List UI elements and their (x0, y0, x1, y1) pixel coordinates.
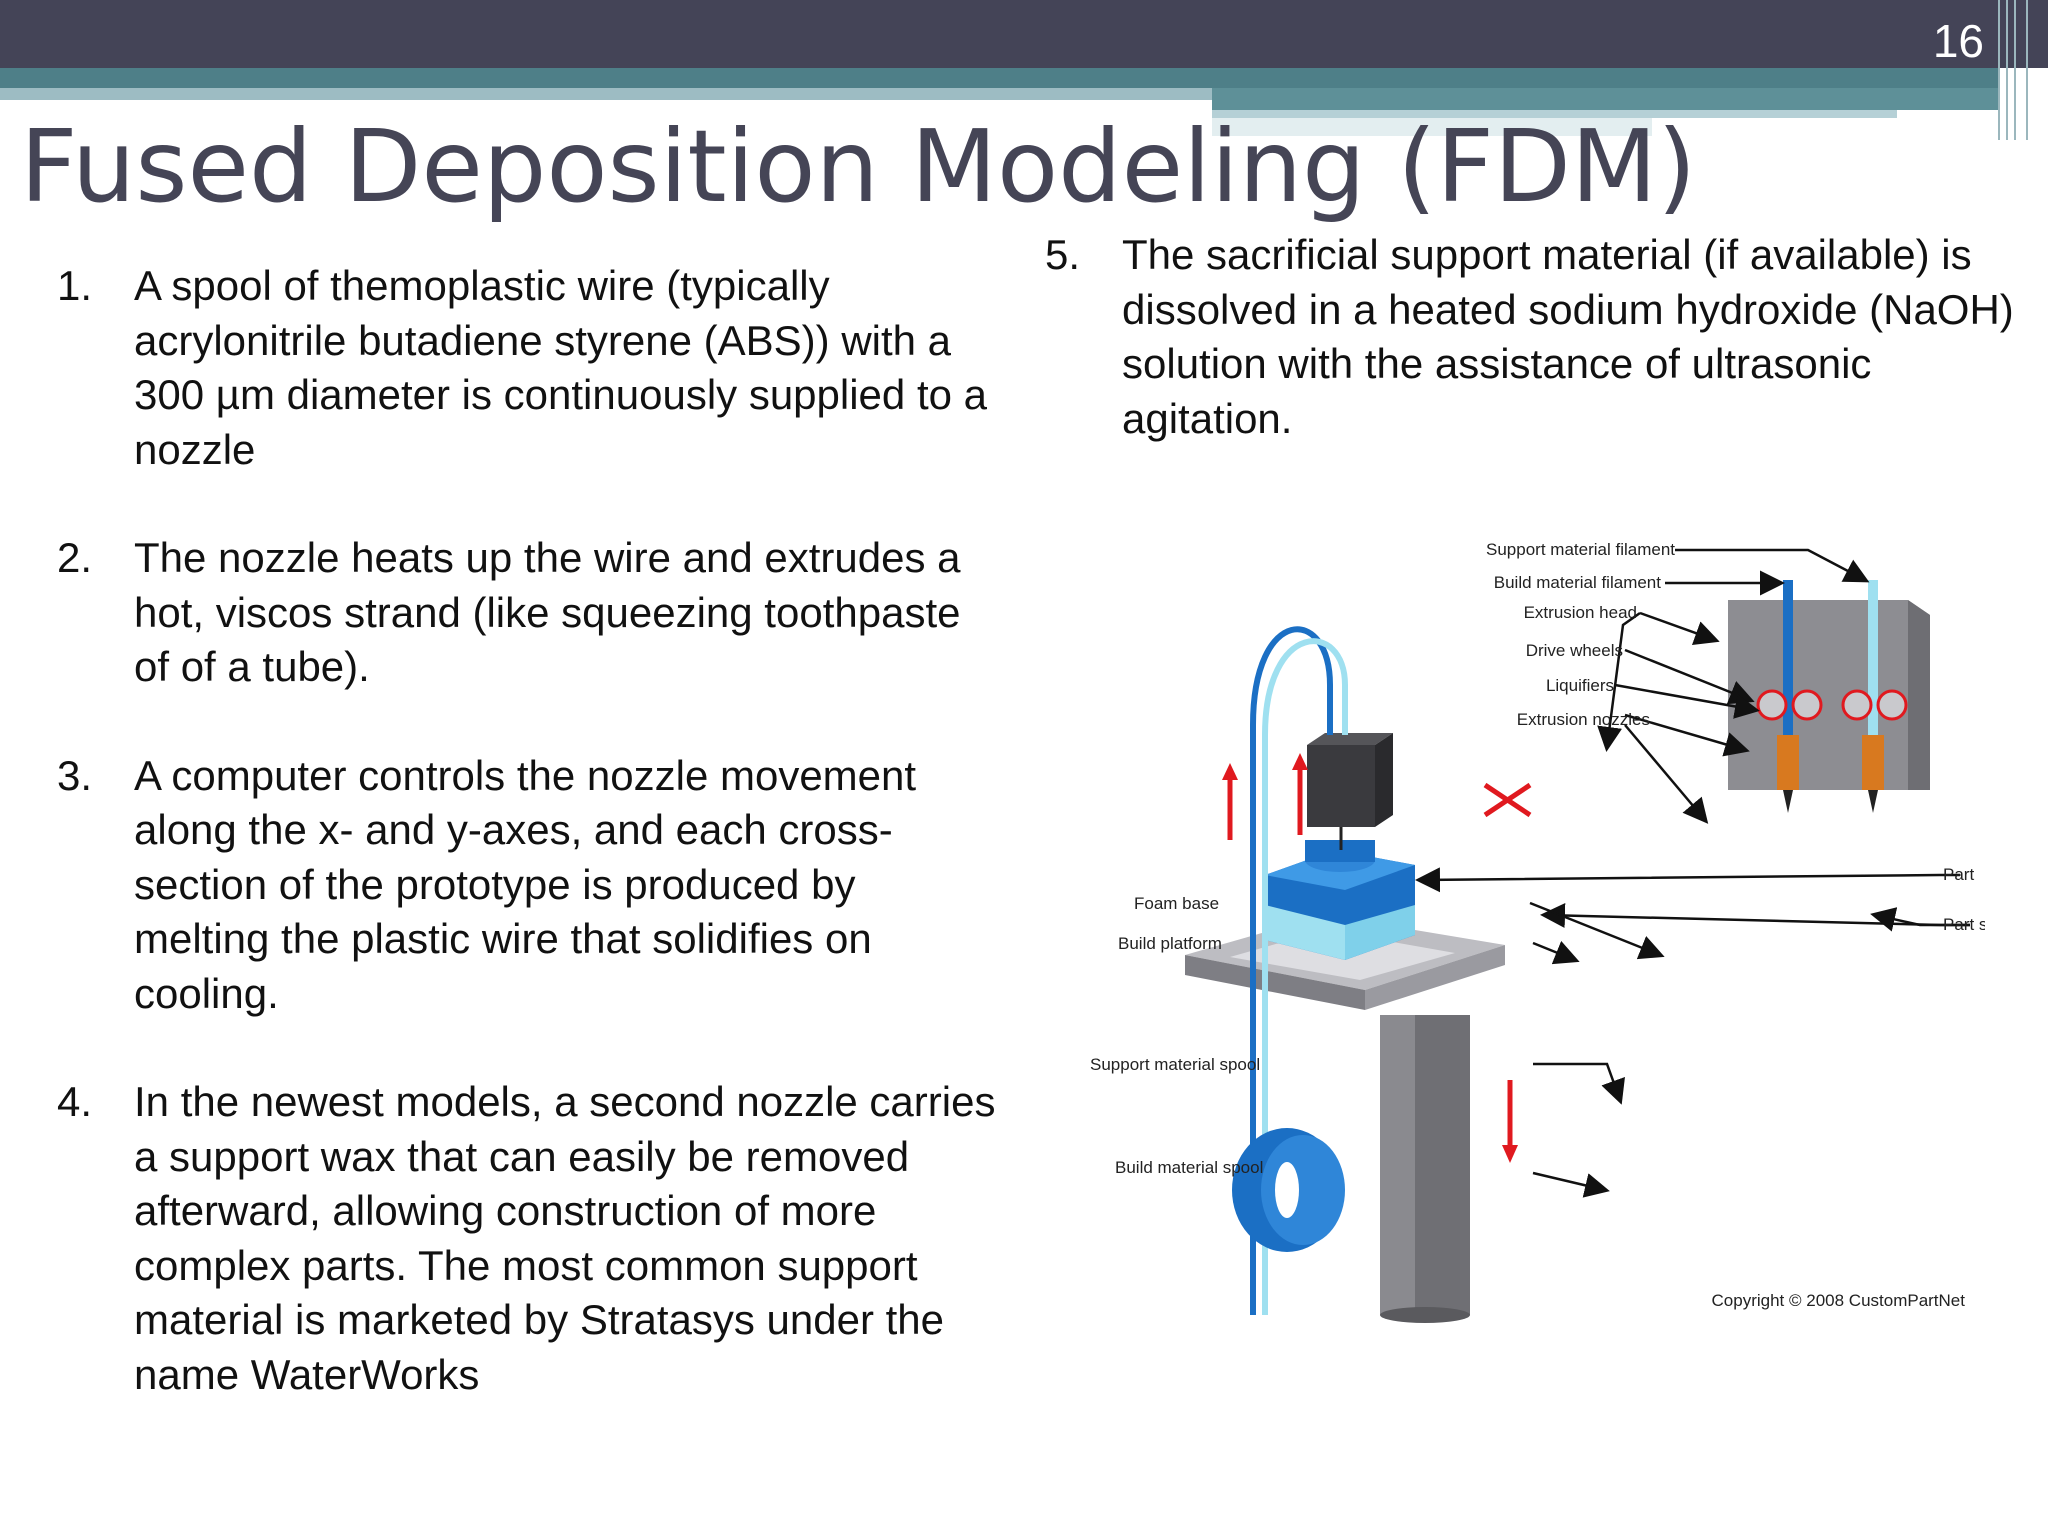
list-item: 5. The sacrificial support material (if a… (1045, 228, 2025, 446)
decorative-lines (1992, 0, 2048, 140)
step-text: The nozzle heats up the wire and extrude… (134, 534, 961, 690)
leader-lines (1415, 548, 1970, 1198)
label-support-spool: Support material spool (1090, 1055, 1260, 1074)
step-text: The sacrificial support material (if ava… (1122, 231, 2014, 442)
step-number: 4. (57, 1078, 93, 1125)
label-part: Part (1943, 865, 1974, 884)
label-extrusion-nozzles: Extrusion nozzles (1517, 710, 1650, 729)
build-filament-tube (1250, 626, 1333, 1315)
step-number: 2. (57, 534, 93, 581)
printed-part (1265, 840, 1415, 960)
motion-arrows (1222, 753, 1532, 1163)
accent-stripe (0, 68, 2000, 88)
list-item: 2. The nozzle heats up the wire and extru… (57, 531, 997, 695)
label-liquifiers: Liquifiers (1546, 676, 1614, 695)
accent-stripe (1212, 118, 1652, 136)
step-number: 3. (57, 751, 93, 799)
label-support-filament: Support material filament (1486, 540, 1675, 559)
step-number: 5. (1045, 231, 1081, 278)
fdm-diagram: Support material filament Build material… (1090, 540, 1985, 1323)
label-drive-wheels: Drive wheels (1526, 641, 1623, 660)
label-build-spool: Build material spool (1115, 1158, 1263, 1177)
support-column (1380, 1015, 1470, 1323)
list-item: 1. A spool of themoplastic wire (typicall… (57, 259, 997, 477)
list-item: 4. In the newest models, a second nozzle … (57, 1075, 997, 1402)
label-build-platform: Build platform (1118, 934, 1222, 953)
material-spool (1232, 1128, 1345, 1252)
accent-stripe (0, 88, 1212, 100)
slide-title: Fused Deposition Modeling (FDM) (20, 108, 1697, 225)
accent-stripe (1212, 88, 2000, 110)
step-text: In the newest models, a second nozzle ca… (134, 1078, 996, 1398)
label-part-supports: Part supports (1943, 915, 1985, 934)
support-filament-tube (1262, 638, 1348, 1315)
header-bar (0, 0, 2048, 68)
label-build-filament: Build material filament (1494, 573, 1662, 592)
label-foam-base: Foam base (1134, 894, 1219, 913)
extrusion-head (1307, 733, 1393, 850)
label-extrusion-head: Extrusion head (1524, 603, 1637, 622)
step-number: 1. (57, 262, 93, 309)
slide-number: 16 (1932, 15, 1984, 67)
step-text: A computer controls the nozzle movement … (134, 751, 917, 1017)
extrusion-head-detail (1728, 580, 1930, 813)
copyright-text: Copyright © 2008 CustomPartNet (1712, 1291, 1966, 1310)
list-item: 3. A computer controls the nozzle movemen… (57, 749, 997, 1022)
step-text: A spool of themoplastic wire (typically … (134, 262, 988, 473)
steps-list-right: 5. The sacrificial support material (if a… (1045, 228, 2025, 446)
accent-stripe (1212, 110, 1897, 118)
steps-list-left: 1. A spool of themoplastic wire (typicall… (57, 259, 997, 1456)
